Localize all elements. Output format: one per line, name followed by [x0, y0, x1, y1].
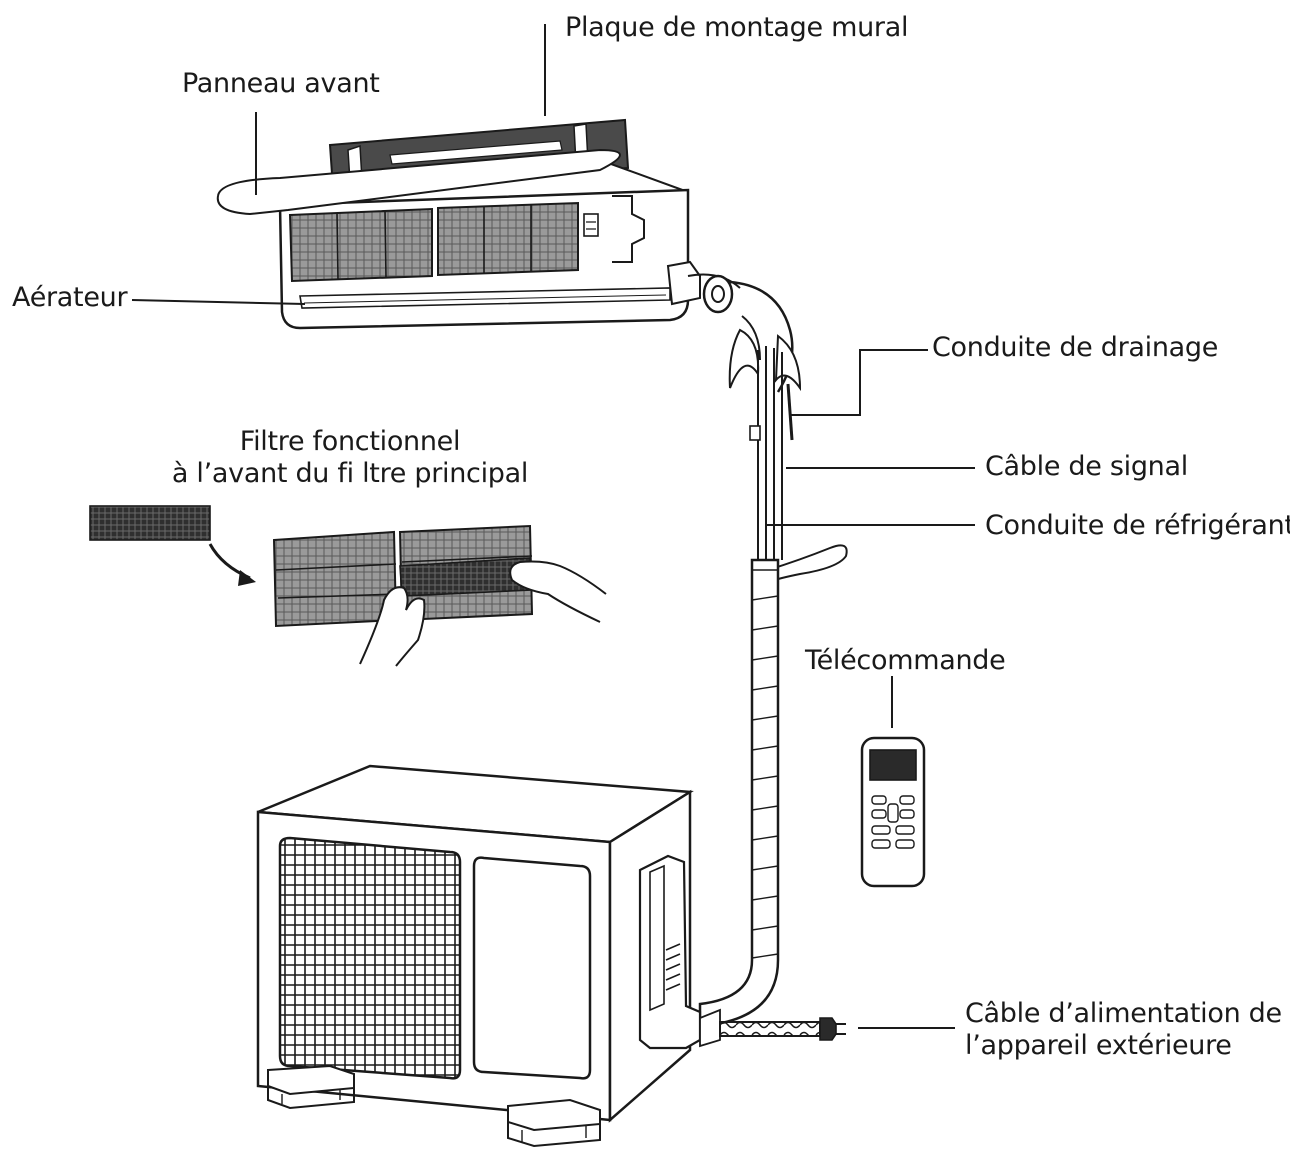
label-refrigerant-line: Conduite de réfrigérant — [985, 510, 1290, 541]
label-aerator: Aérateur — [12, 282, 128, 313]
label-filter-line2: à l’avant du fi ltre principal — [171, 458, 529, 489]
filter-illustration — [89, 505, 607, 667]
label-power-cable-line2: l’appareil extérieure — [965, 1030, 1232, 1061]
label-remote: Télécommande — [805, 645, 1006, 676]
power-cable — [699, 1008, 846, 1048]
label-drain-line: Conduite de drainage — [932, 332, 1219, 363]
label-filter-line1: Filtre fonctionnel — [239, 426, 461, 457]
label-power-cable-line1: Câble d’alimentation de — [965, 998, 1282, 1029]
remote-control-icon — [860, 736, 926, 888]
power-plug-icon — [819, 1017, 846, 1041]
label-wall-plate: Plaque de montage mural — [565, 12, 909, 43]
outdoor-unit-icon — [256, 764, 702, 1148]
label-signal-cable: Câble de signal — [985, 451, 1188, 482]
leader-lines — [131, 24, 975, 1029]
indoor-unit-icon — [216, 148, 701, 330]
label-front-panel: Panneau avant — [182, 68, 380, 99]
